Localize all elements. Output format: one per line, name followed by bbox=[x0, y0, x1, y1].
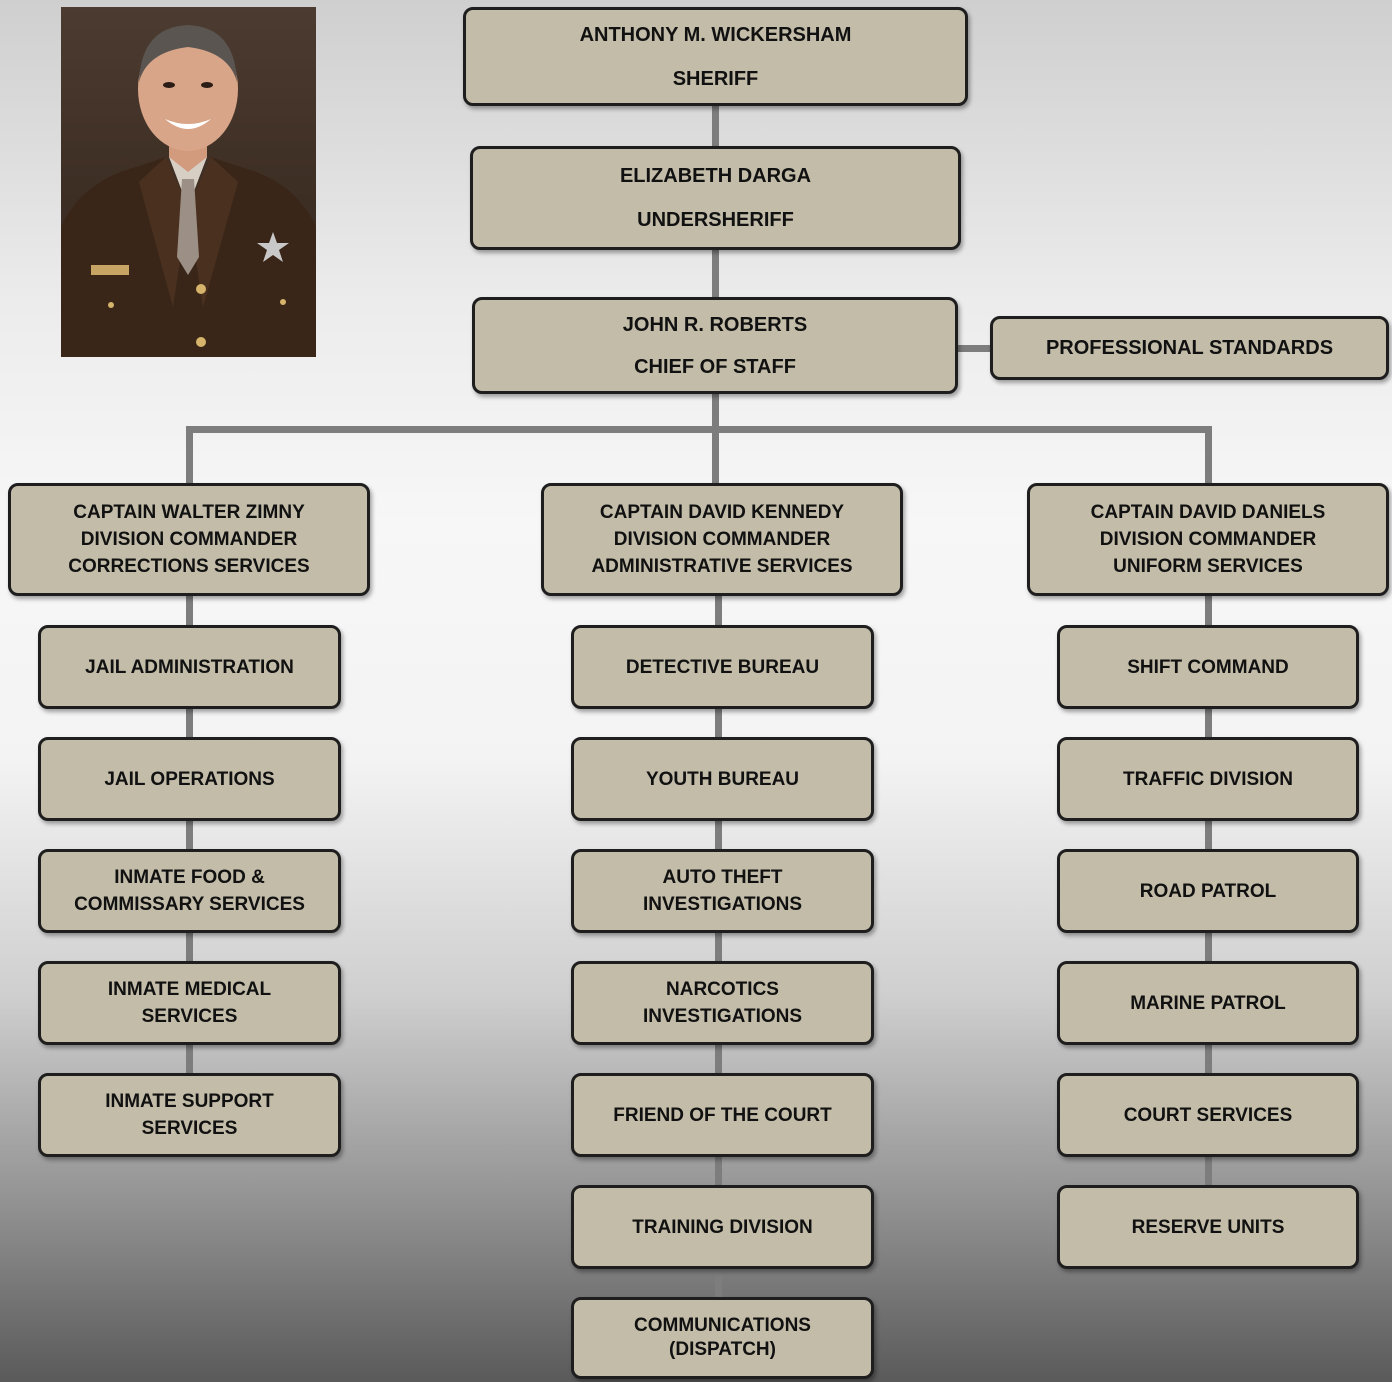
unit-label-line-2: INVESTIGATIONS bbox=[642, 894, 803, 915]
division-administrative-line-1: CAPTAIN DAVID KENNEDY bbox=[599, 502, 845, 523]
sheriff-portrait-photo bbox=[61, 7, 316, 357]
division-corrections-box: CAPTAIN WALTER ZIMNY DIVISION COMMANDER … bbox=[8, 483, 370, 596]
unit-label: TRAFFIC DIVISION bbox=[1123, 768, 1293, 790]
sheriff-name: ANTHONY M. WICKERSHAM bbox=[579, 23, 852, 46]
unit-label-line-2: COMMISSARY SERVICES bbox=[74, 894, 305, 915]
unit-label: RESERVE UNITS bbox=[1131, 1216, 1285, 1238]
unit-label: FRIEND OF THE COURT bbox=[613, 1104, 832, 1126]
chief-of-staff-name: JOHN R. ROBERTS bbox=[622, 313, 808, 336]
connector-right-drop bbox=[1205, 426, 1212, 486]
undersheriff-box: ELIZABETH DARGA UNDERSHERIFF bbox=[470, 146, 961, 250]
undersheriff-name: ELIZABETH DARGA bbox=[619, 165, 812, 187]
chief-of-staff-box: JOHN R. ROBERTS CHIEF OF STAFF bbox=[472, 297, 958, 394]
unit-label-line-2: INVESTIGATIONS bbox=[642, 1006, 803, 1027]
unit-narcotics-investigations: NARCOTICS INVESTIGATIONS bbox=[571, 961, 874, 1045]
unit-auto-theft-investigations: AUTO THEFT INVESTIGATIONS bbox=[571, 849, 874, 933]
unit-training-division: TRAINING DIVISION bbox=[571, 1185, 874, 1269]
unit-label: DETECTIVE BUREAU bbox=[625, 656, 820, 678]
division-administrative-line-3: ADMINISTRATIVE SERVICES bbox=[591, 556, 853, 577]
unit-label-line-2: SERVICES bbox=[141, 1118, 238, 1139]
division-uniform-line-3: UNIFORM SERVICES bbox=[1113, 556, 1303, 577]
division-corrections-line-1: CAPTAIN WALTER ZIMNY bbox=[73, 502, 305, 523]
unit-court-services: COURT SERVICES bbox=[1057, 1073, 1359, 1157]
division-corrections-line-3: CORRECTIONS SERVICES bbox=[68, 556, 310, 577]
unit-inmate-support-services: INMATE SUPPORT SERVICES bbox=[38, 1073, 341, 1157]
connector-sheriff-undersheriff bbox=[712, 104, 719, 148]
unit-label-line-1: INMATE SUPPORT bbox=[105, 1091, 274, 1112]
unit-label: TRAINING DIVISION bbox=[632, 1216, 813, 1238]
unit-road-patrol: ROAD PATROL bbox=[1057, 849, 1359, 933]
connector-corrections-column bbox=[186, 594, 193, 1078]
unit-traffic-division: TRAFFIC DIVISION bbox=[1057, 737, 1359, 821]
unit-youth-bureau: YOUTH BUREAU bbox=[571, 737, 874, 821]
unit-label-line-1: COMMUNICATIONS bbox=[634, 1315, 811, 1336]
undersheriff-title: UNDERSHERIFF bbox=[637, 209, 794, 231]
sheriff-title: SHERIFF bbox=[672, 67, 759, 90]
unit-jail-operations: JAIL OPERATIONS bbox=[38, 737, 341, 821]
connector-left-drop bbox=[186, 426, 193, 486]
connector-chief-down bbox=[712, 392, 719, 486]
sheriff-box: ANTHONY M. WICKERSHAM SHERIFF bbox=[463, 7, 968, 106]
unit-friend-of-the-court: FRIEND OF THE COURT bbox=[571, 1073, 874, 1157]
unit-label-line-1: INMATE MEDICAL bbox=[107, 979, 272, 1000]
unit-label-line-1: NARCOTICS bbox=[666, 979, 779, 1000]
unit-label: JAIL ADMINISTRATION bbox=[85, 656, 294, 678]
unit-detective-bureau: DETECTIVE BUREAU bbox=[571, 625, 874, 709]
portrait-illustration bbox=[61, 25, 316, 357]
chief-of-staff-title: CHIEF OF STAFF bbox=[634, 355, 796, 378]
division-administrative-box: CAPTAIN DAVID KENNEDY DIVISION COMMANDER… bbox=[541, 483, 903, 596]
unit-shift-command: SHIFT COMMAND bbox=[1057, 625, 1359, 709]
connector-administrative-column bbox=[715, 594, 722, 1302]
unit-inmate-medical-services: INMATE MEDICAL SERVICES bbox=[38, 961, 341, 1045]
division-administrative-line-2: DIVISION COMMANDER bbox=[613, 529, 831, 550]
unit-marine-patrol: MARINE PATROL bbox=[1057, 961, 1359, 1045]
professional-standards-box: PROFESSIONAL STANDARDS bbox=[990, 316, 1389, 380]
connector-horizontal-bar bbox=[186, 426, 1212, 433]
unit-jail-administration: JAIL ADMINISTRATION bbox=[38, 625, 341, 709]
division-corrections-line-2: DIVISION COMMANDER bbox=[80, 529, 298, 550]
unit-label: COURT SERVICES bbox=[1123, 1104, 1293, 1126]
unit-label-line-2: (DISPATCH) bbox=[669, 1339, 776, 1360]
connector-chief-professional-standards bbox=[957, 345, 993, 352]
connector-undersheriff-chief bbox=[712, 248, 719, 300]
unit-label: JAIL OPERATIONS bbox=[104, 768, 275, 790]
unit-label: ROAD PATROL bbox=[1139, 880, 1277, 902]
division-uniform-line-2: DIVISION COMMANDER bbox=[1099, 529, 1317, 550]
unit-label: YOUTH BUREAU bbox=[645, 768, 800, 790]
unit-reserve-units: RESERVE UNITS bbox=[1057, 1185, 1359, 1269]
unit-label: SHIFT COMMAND bbox=[1127, 656, 1289, 678]
division-uniform-line-1: CAPTAIN DAVID DANIELS bbox=[1090, 502, 1326, 523]
unit-label-line-1: AUTO THEFT bbox=[662, 867, 783, 888]
unit-label-line-1: INMATE FOOD & bbox=[114, 867, 265, 888]
unit-inmate-food-commissary: INMATE FOOD & COMMISSARY SERVICES bbox=[38, 849, 341, 933]
unit-label: MARINE PATROL bbox=[1130, 992, 1286, 1014]
division-uniform-box: CAPTAIN DAVID DANIELS DIVISION COMMANDER… bbox=[1027, 483, 1389, 596]
professional-standards-label: PROFESSIONAL STANDARDS bbox=[1045, 336, 1334, 359]
unit-label-line-2: SERVICES bbox=[141, 1006, 238, 1027]
unit-communications-dispatch: COMMUNICATIONS (DISPATCH) bbox=[571, 1297, 874, 1379]
